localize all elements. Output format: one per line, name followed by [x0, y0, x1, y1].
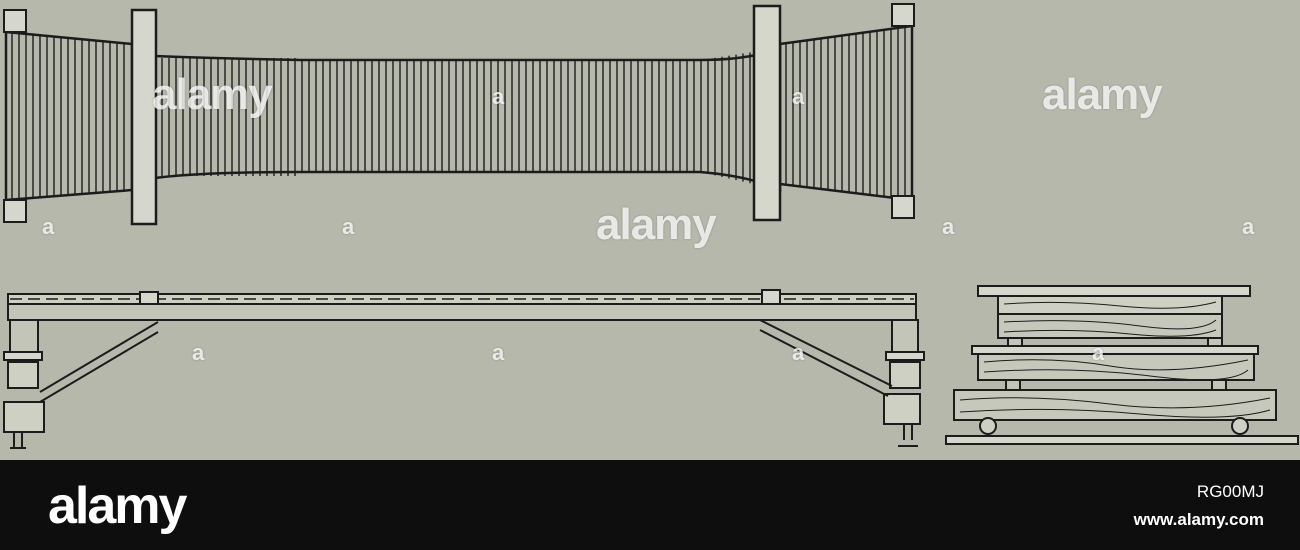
watermark-mark: a	[492, 84, 504, 109]
table-end-view	[945, 285, 1299, 445]
table-side-view	[3, 289, 925, 449]
watermark-logo: alamy	[152, 70, 273, 119]
watermark-mark: a	[792, 84, 804, 109]
watermark-mark: a	[492, 340, 504, 365]
site-url-label: www.alamy.com	[1133, 510, 1264, 529]
watermark-mark: a	[1242, 214, 1254, 239]
watermark-logo: alamy	[1042, 70, 1163, 119]
watermark-mark: a	[792, 340, 804, 365]
image-id-label: RG00MJ	[1196, 482, 1264, 501]
cylinder-frame-drawing	[3, 3, 915, 226]
slats-left	[11, 32, 125, 200]
watermark-mark: a	[192, 340, 204, 365]
technical-drawing	[3, 3, 1299, 449]
stock-footer-bar: alamy RG00MJ www.alamy.com	[0, 460, 1300, 550]
illustration-plate: alamy alamy alamy a a a a a a a a a a	[0, 0, 1300, 460]
alamy-logo: alamy	[48, 477, 187, 535]
watermark-mark: a	[1092, 340, 1104, 365]
watermark-mark: a	[942, 214, 954, 239]
watermark-mark: a	[342, 214, 354, 239]
slats-right	[785, 26, 906, 200]
watermark-logo: alamy	[596, 200, 717, 249]
watermark-mark: a	[42, 214, 54, 239]
